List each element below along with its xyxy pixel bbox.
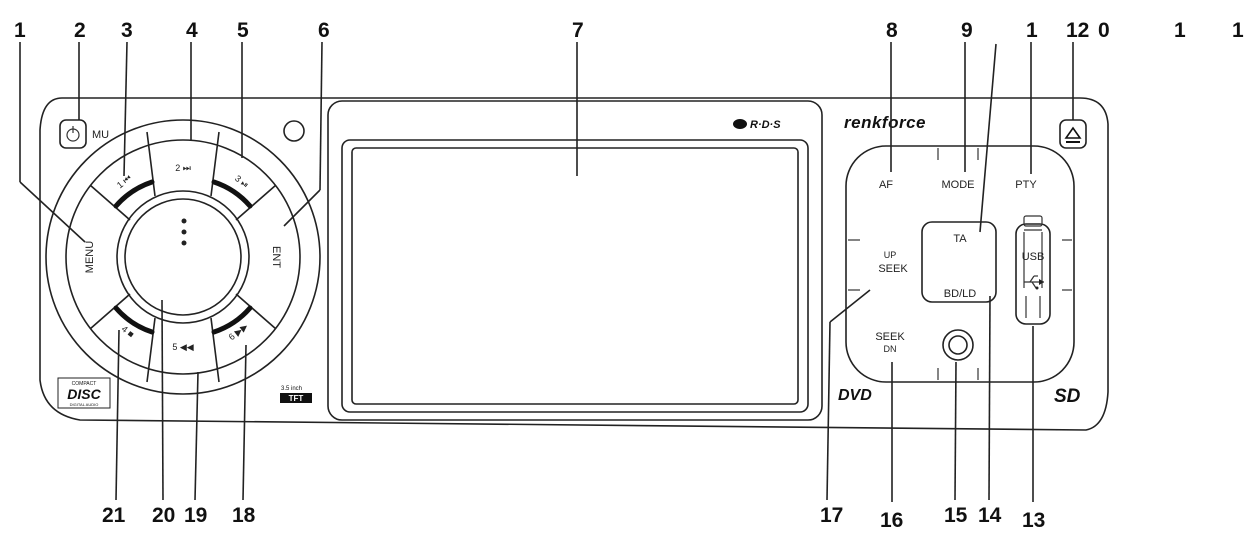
callouts-bottom: 21 20 19 18 17 16 15 14 13 xyxy=(102,504,1045,532)
callout-4: 4 xyxy=(186,19,198,42)
menu-button[interactable]: MENU xyxy=(84,241,96,273)
brand-logo: renkforce xyxy=(844,113,926,132)
power-button[interactable] xyxy=(59,119,87,149)
right-control-panel xyxy=(845,145,1075,383)
button-3-play[interactable]: 3 ⏯ xyxy=(233,173,251,190)
leader-lines xyxy=(19,41,1074,502)
callout-9: 9 xyxy=(961,19,973,42)
callout-21: 21 xyxy=(102,504,126,527)
rds-text: R·D·S xyxy=(750,119,781,131)
af-button[interactable]: AF xyxy=(879,179,893,191)
dvd-logo: DVD xyxy=(838,387,872,404)
callout-16: 16 xyxy=(880,509,903,532)
pty-button[interactable]: PTY xyxy=(1015,179,1037,191)
ir-sensor xyxy=(283,120,305,142)
disc-logo-bottom: DIGITAL AUDIO xyxy=(70,402,99,407)
mute-label: MU xyxy=(92,129,109,141)
seek-down-button[interactable]: SEEK xyxy=(875,331,905,343)
control-ring xyxy=(45,119,321,395)
mode-button[interactable]: MODE xyxy=(942,179,975,191)
callout-1: 1 xyxy=(14,19,26,42)
callout-18: 18 xyxy=(232,504,256,527)
callout-15: 15 xyxy=(944,504,968,527)
bd-ld-button[interactable]: BD/LD xyxy=(944,288,976,300)
seek-up-button[interactable]: SEEK xyxy=(878,263,908,275)
seek-down-label-dn: DN xyxy=(884,344,897,354)
callout-2: 2 xyxy=(74,19,86,42)
callout-10: 1 xyxy=(1026,19,1038,42)
ta-bdld-box xyxy=(921,221,997,303)
ent-button[interactable]: ENT xyxy=(270,246,282,268)
callouts-top: 1 2 3 4 5 6 7 8 9 1 1 12 0 1 1 xyxy=(14,19,1244,42)
tft-logo-main: TFT xyxy=(289,394,304,403)
front-panel-outline xyxy=(39,97,1109,431)
disc-logo-main: DISC xyxy=(67,386,101,402)
callout-12: 12 xyxy=(1066,19,1089,42)
callout-8: 8 xyxy=(886,19,898,42)
volume-knob[interactable] xyxy=(127,201,239,313)
callout-3: 3 xyxy=(121,19,133,42)
button-2-next[interactable]: 2 ⏭ xyxy=(175,163,191,173)
sd-logo: SD xyxy=(1054,386,1081,407)
eject-button[interactable] xyxy=(1059,119,1087,149)
usb-icon xyxy=(1024,275,1044,290)
callout-5: 5 xyxy=(237,19,249,42)
callout-7: 7 xyxy=(572,19,584,42)
usb-port[interactable] xyxy=(1015,215,1051,325)
seek-up-label-up: UP xyxy=(884,250,897,260)
compact-disc-logo: COMPACT DISC DIGITAL AUDIO xyxy=(57,377,111,409)
rds-logo: R·D·S xyxy=(733,119,781,131)
usb-label: USB xyxy=(1022,251,1045,263)
tft-logo: 3.5 inch TFT xyxy=(280,386,312,403)
callout-6: 6 xyxy=(318,19,330,42)
disc-logo-top: COMPACT xyxy=(72,381,97,387)
tft-logo-top: 3.5 inch xyxy=(281,386,302,392)
callout-19: 19 xyxy=(184,504,207,527)
callout-17: 17 xyxy=(820,504,843,527)
callout-1d: 1 xyxy=(1232,19,1244,42)
callout-0: 0 xyxy=(1098,19,1110,42)
button-5-rewind[interactable]: 5 ◀◀ xyxy=(172,342,193,352)
callout-13: 13 xyxy=(1022,509,1045,532)
aux-jack[interactable] xyxy=(942,329,974,361)
callout-20: 20 xyxy=(152,504,175,527)
display xyxy=(327,100,823,421)
callout-1c: 1 xyxy=(1174,19,1186,42)
ta-button[interactable]: TA xyxy=(953,233,967,245)
callout-14: 14 xyxy=(978,504,1002,527)
